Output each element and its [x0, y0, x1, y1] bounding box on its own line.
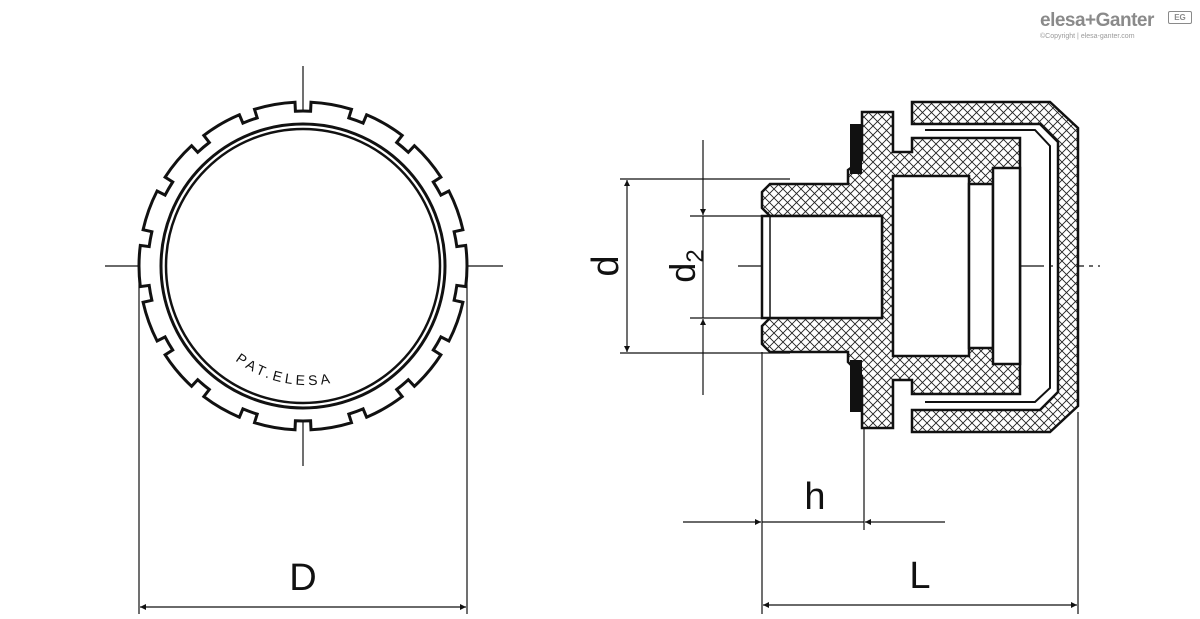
dimension-label-d2: d2	[662, 249, 709, 282]
dimension-label-d: d	[585, 255, 627, 276]
seal-gasket-top	[850, 124, 862, 174]
seal-gasket-bottom	[850, 360, 862, 412]
inner-bore-step	[967, 182, 995, 350]
inner-face	[164, 127, 442, 405]
brand-logo: elesa+Ganter EG ©Copyright | elesa-gante…	[1040, 10, 1200, 42]
brand-badge: EG	[1168, 11, 1192, 24]
inner-bore	[891, 174, 971, 358]
inner-face-ring	[159, 122, 447, 410]
thread-bore	[760, 214, 884, 320]
cap-shell-section	[910, 100, 1080, 434]
dimension-label-d2-main: d	[662, 263, 703, 283]
dimension-label-d2-sub: 2	[682, 249, 709, 262]
side-view: d d2 h L	[585, 100, 1100, 614]
brand-copyright: ©Copyright | elesa-ganter.com	[1040, 33, 1135, 40]
dimension-label-L: L	[909, 555, 930, 597]
cap-inner-liner	[925, 129, 1051, 403]
front-view: PAT.ELESA D	[105, 66, 503, 614]
dimension-label-h: h	[804, 476, 825, 518]
dimension-label-D: D	[289, 557, 316, 599]
inner-bore-rear	[991, 166, 1022, 366]
brand-name: elesa+Ganter	[1040, 10, 1154, 31]
